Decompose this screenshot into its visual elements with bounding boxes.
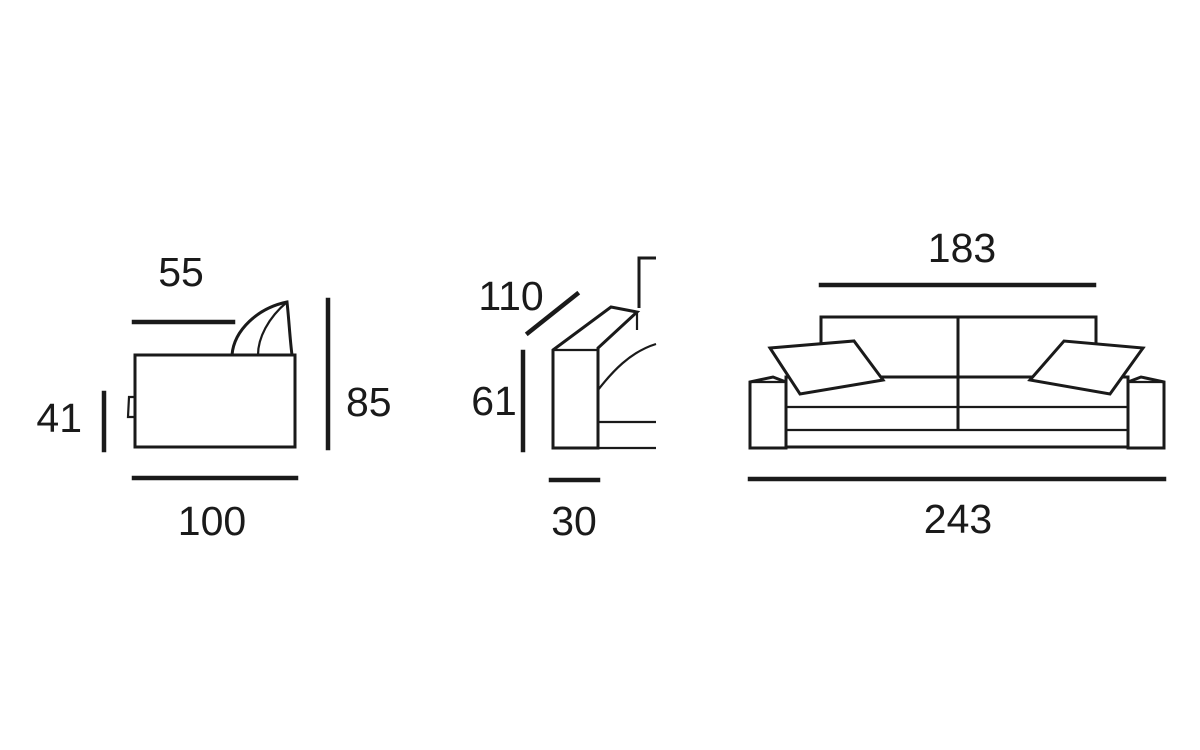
front-right-pillow <box>1027 339 1146 396</box>
front-left-pillow <box>767 339 886 396</box>
front-view: 183 243 <box>747 225 1167 542</box>
total-width-label: 243 <box>924 496 992 542</box>
section-back-curve <box>597 342 657 391</box>
seat-height-label: 41 <box>36 395 82 441</box>
front-left-armrest <box>748 375 788 450</box>
diagonal-dimension-line <box>524 290 581 337</box>
side-view-body <box>133 353 297 449</box>
seat-width-label: 183 <box>928 225 996 271</box>
side-view: 55 41 85 100 <box>36 249 391 544</box>
section-armrest <box>551 305 641 450</box>
total-height-label: 85 <box>346 379 392 425</box>
arm-height-label: 61 <box>471 378 517 424</box>
front-right-armrest <box>1126 375 1166 450</box>
side-view-foot <box>126 395 135 419</box>
side-view-cushion <box>230 300 294 357</box>
section-view: 110 61 30 <box>471 256 657 544</box>
seat-depth-label: 55 <box>158 249 204 295</box>
total-depth-label: 100 <box>178 498 246 544</box>
arm-width-label: 30 <box>551 498 597 544</box>
side-view-cushion-fold <box>256 301 288 356</box>
diagonal-label: 110 <box>478 273 543 319</box>
section-backrest <box>637 256 656 308</box>
